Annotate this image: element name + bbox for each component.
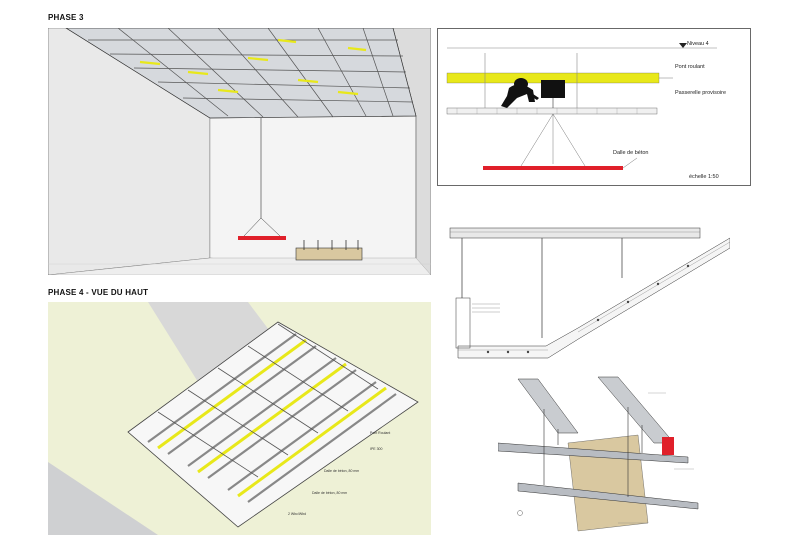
profile-label: IPE 300 [370, 447, 383, 451]
phase4-top-view: Pont Roulant IPE 300 Dalle de béton, 80 … [48, 302, 431, 535]
dalle-label: Dalle de béton [613, 150, 648, 156]
passerelle-label: Passerelle provisoire [675, 90, 726, 96]
niveau-label: Niveau 4 [687, 41, 709, 47]
isometric-beam-detail [498, 373, 720, 537]
dalle-label-2: Dalle de béton, 80 mm [312, 491, 347, 495]
walkway-section-detail [448, 218, 730, 363]
phase4-heading: PHASE 4 - VUE DU HAUT [48, 288, 149, 297]
phase3-heading: PHASE 3 [48, 13, 84, 22]
echelle-label: échelle 1:50 [689, 174, 719, 180]
poutre-label: 2 Wbc/Wbd [288, 512, 306, 516]
pont-roulant-label-4: Pont Roulant [370, 431, 390, 435]
pont-roulant-label: Pont roulant [675, 64, 705, 70]
section-detail-drawing: Niveau 4 Pont roulant Passerelle proviso… [437, 28, 751, 186]
phase3-perspective-view [48, 28, 431, 275]
dalle-label-1: Dalle de béton, 80 mm [324, 469, 359, 473]
